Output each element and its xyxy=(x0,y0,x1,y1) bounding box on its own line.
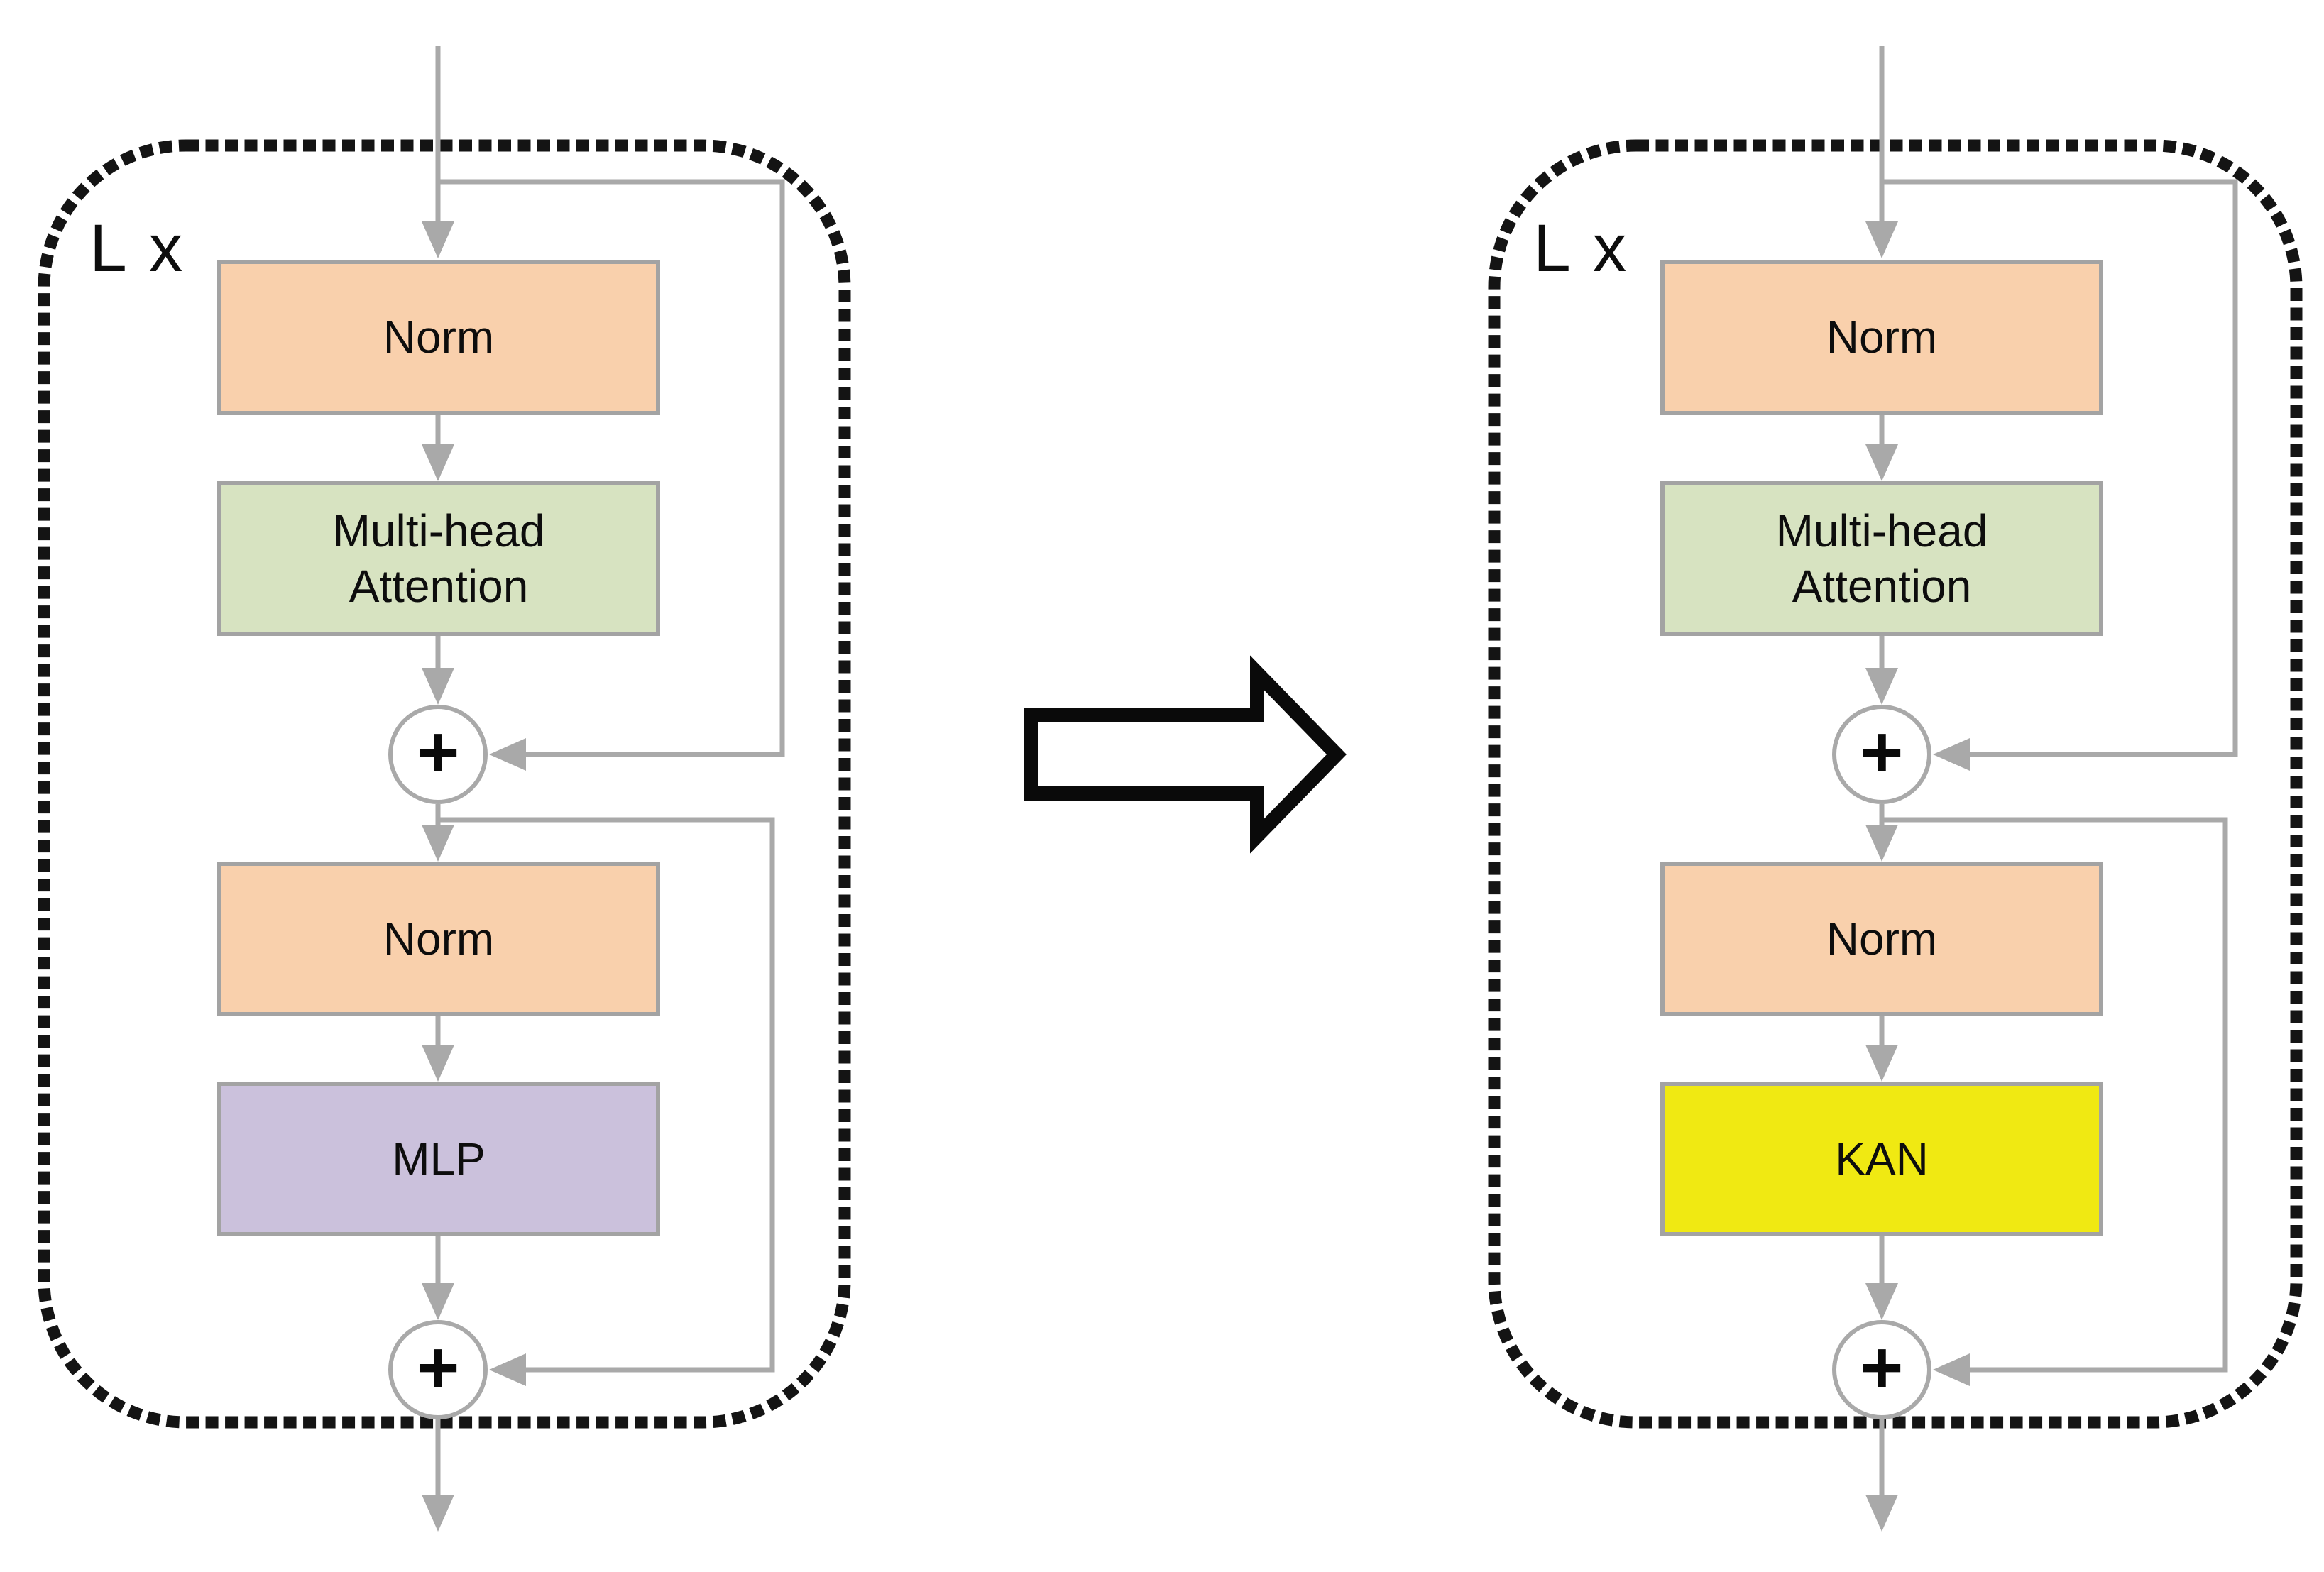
left-skip1-line xyxy=(438,179,785,757)
left-attention-label-line1: Multi-head xyxy=(332,505,545,556)
left-skip2-arrowhead xyxy=(489,1353,526,1386)
left-add1-plus: + xyxy=(416,711,460,793)
right-norm-bottom-box: Norm xyxy=(1660,862,2103,1016)
left-attention-label-line2: Attention xyxy=(349,561,529,612)
left-norm-bottom-label: Norm xyxy=(383,913,495,964)
left-skip2-line xyxy=(438,817,775,1373)
right-kan-box: KAN xyxy=(1660,1082,2103,1236)
right-attention-label-line2: Attention xyxy=(1792,561,1972,612)
right-repeat-label: L x xyxy=(1533,211,1630,286)
right-skip2-arrowhead xyxy=(1933,1353,1970,1386)
left-mlp-box: MLP xyxy=(217,1082,660,1236)
right-skip1-line xyxy=(1882,179,2238,757)
left-connectors xyxy=(422,46,785,1532)
right-add2-plus: + xyxy=(1860,1326,1904,1409)
left-block-dashed-outline xyxy=(38,139,851,1429)
right-kan-label: KAN xyxy=(1835,1133,1929,1185)
left-add2-plus: + xyxy=(416,1326,460,1409)
left-add1-to-norm2-arrowhead xyxy=(422,825,454,862)
left-attention-box: Multi-head Attention xyxy=(217,481,660,636)
left-norm1-to-attention-arrowhead xyxy=(422,444,454,481)
left-norm2-to-mlp-arrowhead xyxy=(422,1045,454,1082)
right-norm1-to-attention-arrowhead xyxy=(1865,444,1898,481)
right-input-arrowhead xyxy=(1865,221,1898,258)
left-add2-circle: + xyxy=(388,1320,488,1419)
right-block-dashed-outline xyxy=(1488,139,2303,1429)
left-skip1-arrowhead xyxy=(489,738,526,771)
right-attention-to-add1-arrowhead xyxy=(1865,668,1898,705)
right-add1-circle: + xyxy=(1832,705,1931,804)
left-repeat-label: L x xyxy=(89,211,186,286)
left-input-arrowhead xyxy=(422,221,454,258)
right-add2-circle: + xyxy=(1832,1320,1931,1419)
right-norm-bottom-label: Norm xyxy=(1826,913,1938,964)
left-norm-top-label: Norm xyxy=(383,312,495,363)
right-norm-top-box: Norm xyxy=(1660,260,2103,415)
right-skip1-arrowhead xyxy=(1933,738,1970,771)
left-norm-top-box: Norm xyxy=(217,260,660,415)
left-output-arrowhead xyxy=(422,1495,454,1532)
right-kan-to-add2-arrowhead xyxy=(1865,1283,1898,1320)
right-output-arrowhead xyxy=(1865,1495,1898,1532)
left-norm-bottom-box: Norm xyxy=(217,862,660,1016)
transformation-arrow xyxy=(1024,655,1347,854)
right-skip2-line xyxy=(1882,817,2228,1373)
left-add1-circle: + xyxy=(388,705,488,804)
right-attention-box: Multi-head Attention xyxy=(1660,481,2103,636)
right-attention-label-line1: Multi-head xyxy=(1775,505,1988,556)
left-mlp-to-add2-arrowhead xyxy=(422,1283,454,1320)
right-norm2-to-kan-arrowhead xyxy=(1865,1045,1898,1082)
right-norm-top-label: Norm xyxy=(1826,312,1938,363)
left-attention-to-add1-arrowhead xyxy=(422,668,454,705)
left-mlp-label: MLP xyxy=(392,1133,486,1185)
right-add1-plus: + xyxy=(1860,711,1904,793)
right-add1-to-norm2-arrowhead xyxy=(1865,825,1898,862)
right-connectors xyxy=(1865,46,2238,1532)
